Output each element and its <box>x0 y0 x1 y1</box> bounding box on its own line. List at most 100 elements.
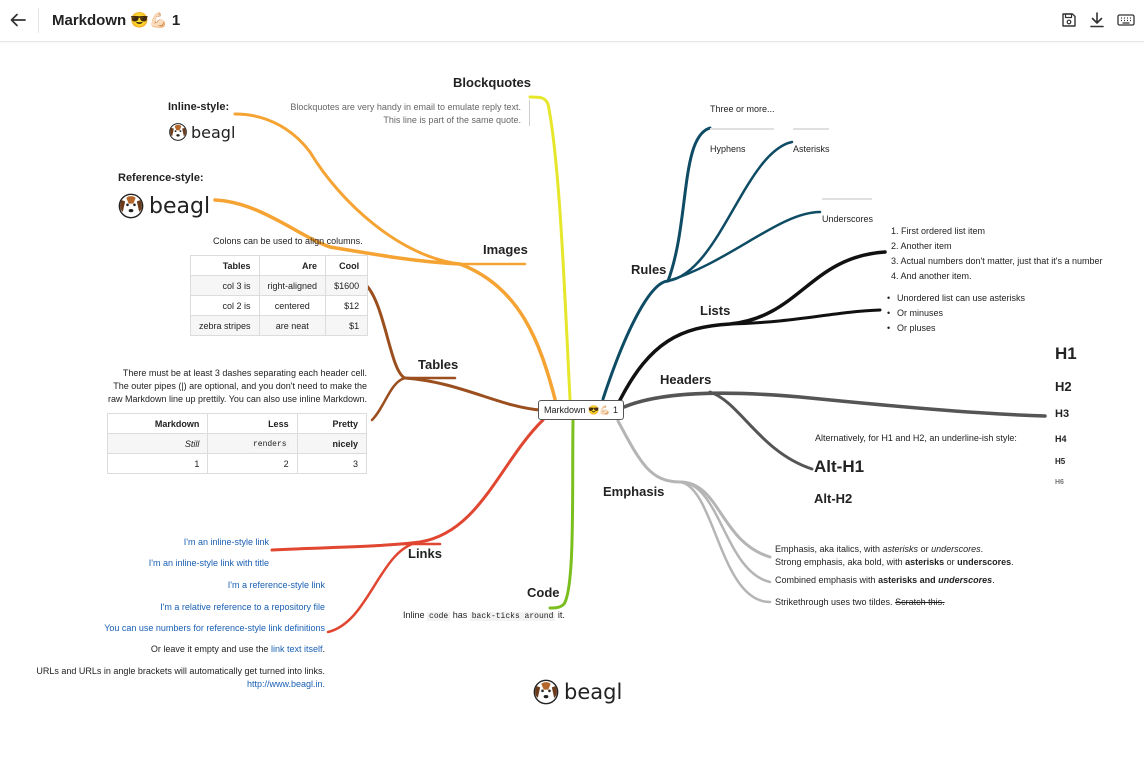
keyboard-icon <box>1117 14 1135 26</box>
connector-images <box>213 198 557 401</box>
ordered-list: 1. First ordered list item 2. Another it… <box>891 224 1103 284</box>
header-h1: H1 <box>1055 344 1077 363</box>
save-button[interactable] <box>1057 8 1081 32</box>
link-text-itself[interactable]: link text itself <box>270 644 323 654</box>
emphasis-text-part: Combined emphasis with <box>775 575 879 585</box>
branch-lists[interactable]: Lists <box>700 303 731 318</box>
rules-three-or-more: Three or more... <box>710 104 775 114</box>
table-cell: 3 <box>296 453 368 474</box>
header-h4: H4 <box>1055 434 1067 444</box>
table-cell: $12 <box>325 295 369 316</box>
list-item: Or minuses <box>887 306 1025 321</box>
blockquote-bar <box>529 100 530 126</box>
branch-blockquotes[interactable]: Blockquotes <box>453 75 532 90</box>
images-inline-logo: beagl <box>168 122 235 142</box>
table-cell: right-aligned <box>258 275 327 296</box>
list-item: Or pluses <box>887 321 1025 336</box>
beagle-dog-icon <box>533 679 559 705</box>
link-empty-line: Or leave it empty and use the link text … <box>60 644 325 654</box>
branch-rules[interactable]: Rules <box>631 262 667 277</box>
code-text: Inline <box>403 610 428 620</box>
link-reference[interactable]: I'm a reference-style link <box>227 580 325 590</box>
link-empty-suffix: . <box>322 644 325 654</box>
table-alignment: Tables Are Cool col 3 is right-aligned $… <box>190 255 369 336</box>
table-header-cell: Cool <box>325 255 369 276</box>
tables-note-2-line: There must be at least 3 dashes separati… <box>122 368 367 378</box>
rule-hyphens-line <box>710 128 774 130</box>
table-cell: 2 <box>207 453 298 474</box>
tables-note-2-line: The outer pipes (|) are optional, and yo… <box>113 381 367 391</box>
list-item: 3. Actual numbers don't matter, just tha… <box>891 256 1103 266</box>
connector-links-low <box>326 540 422 634</box>
branch-links[interactable]: Links <box>408 546 442 561</box>
link-inline[interactable]: I'm an inline-style link <box>183 537 269 547</box>
link-inline-with-title[interactable]: I'm an inline-style link with title <box>148 558 269 568</box>
table-header-cell: Tables <box>190 255 260 276</box>
header-alt-h1: Alt-H1 <box>814 457 865 476</box>
table-header-cell: Are <box>258 255 327 276</box>
branch-headers[interactable]: Headers <box>660 372 712 387</box>
header-alt-h2: Alt-H2 <box>814 491 853 506</box>
footer-logo-text: beagl <box>564 680 623 704</box>
table-row: 1 2 3 <box>106 453 368 474</box>
images-inline-title: Inline-style: <box>168 101 230 113</box>
toolbar-divider <box>38 8 39 33</box>
list-item: 2. Another item <box>891 241 952 251</box>
emphasis-text-part: . <box>992 575 995 585</box>
header-h2: H2 <box>1055 379 1072 394</box>
download-button[interactable] <box>1085 8 1109 32</box>
branch-tables[interactable]: Tables <box>418 357 459 372</box>
table-cell: $1600 <box>325 275 369 296</box>
link-urls-text: URLs and URLs in angle brackets will aut… <box>36 666 325 676</box>
emphasis-line-italic: Emphasis, aka italics, with asterisks or… <box>775 543 1014 556</box>
list-item: 1. First ordered list item <box>891 226 986 236</box>
tables-note-2: There must be at least 3 dashes separati… <box>100 367 367 406</box>
mindmap-canvas[interactable]: Markdown 😎💪🏻 1 Images Inline-style: beag… <box>0 42 1144 758</box>
emphasis-text: Emphasis, aka italics, with asterisks or… <box>775 543 1014 569</box>
download-icon <box>1090 12 1104 28</box>
document-title[interactable]: Markdown 😎💪🏻 1 <box>52 12 181 29</box>
branch-images[interactable]: Images <box>483 242 528 257</box>
list-item: Unordered list can use asterisks <box>887 291 1025 306</box>
root-node[interactable]: Markdown 😎💪🏻 1 <box>538 400 624 420</box>
header-h6: H6 <box>1055 479 1064 486</box>
emphasis-line-bold: Strong emphasis, aka bold, with asterisk… <box>775 556 1014 569</box>
blockquote-line-2: This line is part of the same quote. <box>383 115 521 125</box>
connector-code <box>548 419 575 610</box>
link-numbered[interactable]: You can use numbers for reference-style … <box>104 623 325 633</box>
branch-emphasis[interactable]: Emphasis <box>603 484 665 499</box>
table-cell: renders <box>207 433 298 454</box>
emphasis-bold: asterisks <box>905 557 945 567</box>
keyboard-shortcuts-button[interactable] <box>1114 8 1138 32</box>
connector-rules-asterisks <box>666 140 794 283</box>
inline-code: renders <box>250 440 289 449</box>
tables-note-2-line: raw Markdown line up prettily. You can a… <box>108 394 367 404</box>
beagle-dog-icon <box>169 123 187 141</box>
rules-asterisks: Asterisks <box>793 144 830 154</box>
table-row: Still renders nicely <box>106 433 368 454</box>
table-header-row: Tables Are Cool <box>190 255 369 276</box>
header-h5: H5 <box>1055 457 1066 466</box>
code-text: it. <box>555 610 565 620</box>
emphasis-line-combined: Combined emphasis with asterisks and und… <box>775 575 995 585</box>
blockquote-line-1: Blockquotes are very handy in email to e… <box>290 102 521 112</box>
link-url[interactable]: http://www.beagl.in. <box>246 679 325 689</box>
connector-rules-underscores <box>666 210 822 283</box>
table-header-cell: Less <box>207 413 298 434</box>
arrow-left-icon <box>10 13 26 27</box>
inline-code: back-ticks around <box>469 612 556 621</box>
code-example: Inline code has back-ticks around it. <box>403 610 565 621</box>
blockquote-text: Blockquotes are very handy in email to e… <box>260 101 521 127</box>
table-header-cell: Markdown <box>106 413 209 434</box>
link-relative[interactable]: I'm a relative reference to a repository… <box>160 602 325 612</box>
emphasis-text-part: or <box>918 544 932 554</box>
table-cell: 1 <box>106 453 209 474</box>
beagle-dog-icon <box>118 193 144 219</box>
connector-emphasis-combined <box>678 480 772 584</box>
branch-code[interactable]: Code <box>527 585 560 600</box>
table-header-row: Markdown Less Pretty <box>106 413 368 434</box>
images-reference-logo: beagl <box>117 192 210 220</box>
images-reference-title: Reference-style: <box>118 172 204 184</box>
back-button[interactable] <box>6 8 30 32</box>
connector-emphasis-strike <box>678 480 772 604</box>
